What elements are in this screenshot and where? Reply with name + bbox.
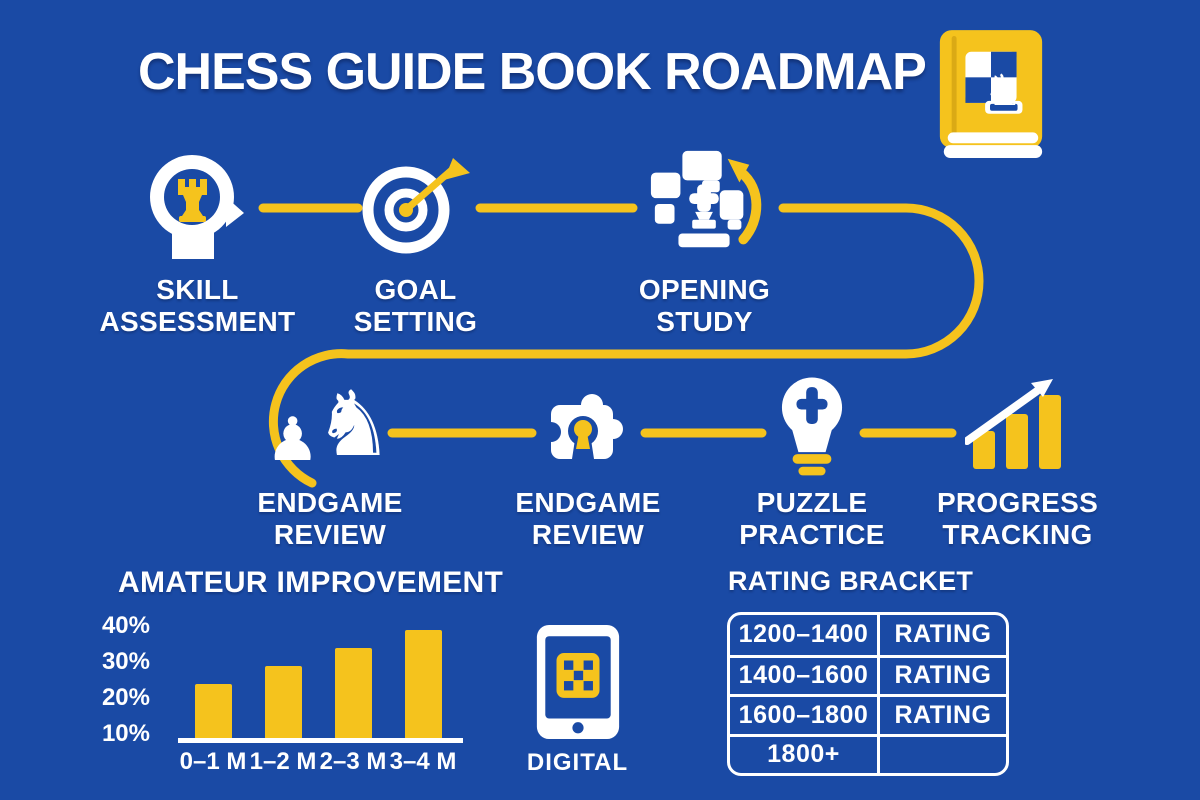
chart-y-tick: 10% bbox=[101, 720, 150, 747]
rating-table-title: RATING BRACKET bbox=[728, 566, 974, 596]
step-puzzle-practice: PUZZLE PRACTICE bbox=[722, 375, 902, 550]
step-endgame-review-2: ENDGAME REVIEW bbox=[498, 375, 678, 550]
rating-label-cell: RATING bbox=[880, 654, 1006, 695]
rating-table: 1200–1400 RATING 1400–1600 RATING 1600–1… bbox=[727, 612, 1009, 776]
chart-bar bbox=[195, 684, 232, 738]
rating-range-cell: 1400–1600 bbox=[730, 654, 880, 694]
rating-label-cell: RATING bbox=[880, 694, 1006, 734]
rating-range-cell: 1800+ bbox=[730, 733, 880, 773]
step-goal-setting: GOAL SETTING bbox=[328, 150, 503, 337]
rating-range-cell: 1200–1400 bbox=[730, 615, 880, 655]
chart-bar bbox=[405, 630, 442, 738]
step-label: SKILL ASSESSMENT bbox=[99, 274, 296, 337]
target-dart-icon bbox=[360, 150, 472, 262]
step-label: PUZZLE PRACTICE bbox=[739, 487, 885, 550]
growth-bars-arrow-icon bbox=[964, 375, 1071, 475]
head-rook-icon bbox=[148, 150, 248, 262]
svg-text:♞: ♞ bbox=[983, 66, 1022, 116]
step-label: OPENING STUDY bbox=[638, 274, 771, 337]
step-label: ENDGAME REVIEW bbox=[257, 487, 403, 550]
chart-y-tick: 20% bbox=[101, 684, 150, 711]
chart-title: AMATEUR IMPROVEMENT bbox=[118, 566, 504, 599]
rating-range-cell: 1600–1800 bbox=[730, 694, 880, 734]
chart-x-tick: 3–4 M bbox=[389, 748, 457, 775]
lightbulb-icon bbox=[780, 375, 844, 476]
chart-x-tick: 2–3 M bbox=[319, 748, 387, 775]
knight-glyph: ♞ bbox=[313, 372, 395, 477]
improvement-chart-plot bbox=[178, 615, 463, 743]
step-progress-tracking: PROGRESS TRACKING bbox=[925, 375, 1110, 550]
puzzle-keyhole-icon bbox=[545, 375, 631, 475]
chart-bar bbox=[265, 666, 302, 738]
step-skill-assessment: SKILL ASSESSMENT bbox=[100, 150, 295, 337]
rating-label-cell: RATING bbox=[894, 620, 992, 649]
chart-x-tick: 0–1 M bbox=[179, 748, 247, 775]
page-title: CHESS GUIDE BOOK ROADMAP bbox=[138, 43, 927, 101]
chart-x-tick: 1–2 M bbox=[249, 748, 317, 775]
digital-section: DIGITAL bbox=[520, 625, 635, 777]
step-label: GOAL SETTING bbox=[353, 274, 478, 337]
tablet-qr-icon bbox=[536, 625, 619, 739]
step-endgame-review-1: ♟♞ ENDGAME REVIEW bbox=[240, 375, 420, 550]
step-label: PROGRESS TRACKING bbox=[936, 487, 1099, 550]
chart-y-tick: 40% bbox=[101, 612, 150, 639]
pawn-glyph: ♟ bbox=[265, 405, 320, 475]
step-label: ENDGAME REVIEW bbox=[515, 487, 661, 550]
blocks-refresh-icon bbox=[645, 150, 765, 262]
digital-label: DIGITAL bbox=[526, 749, 629, 776]
chart-y-labels: 40% 30% 20% 10% bbox=[88, 612, 150, 756]
pawn-knight-icon: ♟♞ bbox=[266, 375, 394, 475]
chess-guide-book-icon: ♞ bbox=[932, 28, 1050, 171]
step-opening-study: OPENING STUDY bbox=[612, 150, 797, 337]
rating-label-cell bbox=[880, 733, 1006, 774]
chart-bar bbox=[335, 648, 372, 738]
chart-y-tick: 30% bbox=[101, 648, 150, 675]
